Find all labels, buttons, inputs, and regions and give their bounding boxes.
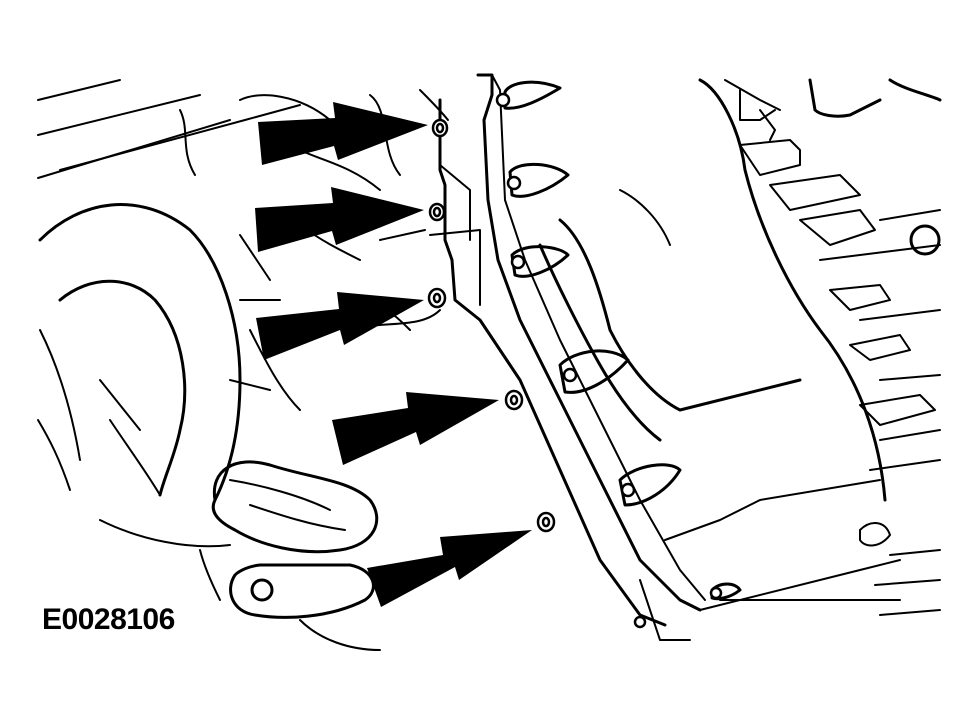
transmission-pan xyxy=(438,73,901,641)
arrow-bolt-1 xyxy=(258,102,428,165)
bolt-1 xyxy=(431,118,449,138)
bolt-4 xyxy=(504,389,524,411)
bolt-2 xyxy=(428,202,446,222)
target-bolts xyxy=(427,118,556,533)
exhaust-pipe xyxy=(37,203,379,601)
callout-arrows xyxy=(255,102,532,607)
arrow-bolt-4 xyxy=(332,392,499,465)
arrow-bolt-5 xyxy=(367,530,532,607)
engine-outline xyxy=(37,79,481,411)
bolt-3 xyxy=(427,287,447,309)
figure-label: E0028106 xyxy=(42,603,175,636)
pan-tabs xyxy=(503,80,742,601)
transmission-housing xyxy=(698,78,942,616)
mount-bracket xyxy=(229,563,381,651)
arrow-bolt-2 xyxy=(255,187,424,252)
pan-nuts xyxy=(495,92,723,629)
arrow-bolt-3 xyxy=(256,292,424,360)
bolt-5 xyxy=(536,511,556,533)
